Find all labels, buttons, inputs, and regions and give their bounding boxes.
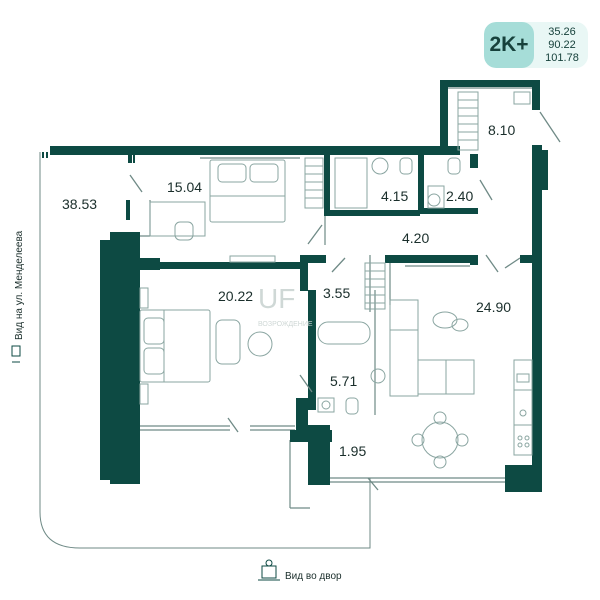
total-area-with-balcony-value: 101.78 — [545, 52, 579, 64]
balcony-area: 38.53 — [62, 196, 97, 212]
laundry-area: 1.95 — [339, 443, 366, 459]
doors — [129, 111, 561, 491]
bathroom-2-area: 5.71 — [330, 373, 357, 389]
street-view: Вид на ул. Менделеева — [11, 230, 25, 363]
corridor-area: 3.55 — [323, 285, 350, 301]
bathroom-1-area: 4.15 — [381, 188, 408, 204]
balcony-outline — [39, 152, 371, 549]
storage-area: 8.10 — [488, 122, 515, 138]
total-area-value: 90.22 — [548, 39, 576, 51]
living-kitchen-area: 24.90 — [476, 299, 511, 315]
yard-view-label: Вид во двор — [285, 571, 342, 582]
yard-view: Вид во двор — [258, 559, 342, 582]
main-walls — [50, 80, 548, 492]
living-area-value: 35.26 — [548, 26, 576, 38]
street-view-label: Вид на ул. Менделеева — [14, 230, 25, 340]
apartment-type-badge: 2K+ 35.26 90.22 101.78 — [484, 22, 588, 68]
watermark-logo: UF — [258, 283, 295, 314]
watermark: UF ВОЗРОЖДЕНИЕ — [258, 283, 313, 328]
street-view-icon — [11, 345, 21, 363]
bedroom-area: 15.04 — [167, 179, 202, 195]
wc-area: 2.40 — [446, 188, 473, 204]
room-labels: 38.53 15.04 4.15 2.40 8.10 4.20 20.22 3.… — [62, 122, 515, 459]
apartment-type-label: 2K+ — [484, 22, 534, 68]
furniture — [139, 91, 533, 469]
windows — [42, 152, 135, 220]
watermark-text: ВОЗРОЖДЕНИЕ — [258, 321, 313, 328]
wardrobes — [304, 91, 479, 310]
hall-area: 4.20 — [402, 230, 429, 246]
yard-view-icon — [258, 559, 280, 581]
area-summary: 35.26 90.22 101.78 — [538, 26, 586, 64]
master-bedroom-area: 20.22 — [218, 288, 253, 304]
